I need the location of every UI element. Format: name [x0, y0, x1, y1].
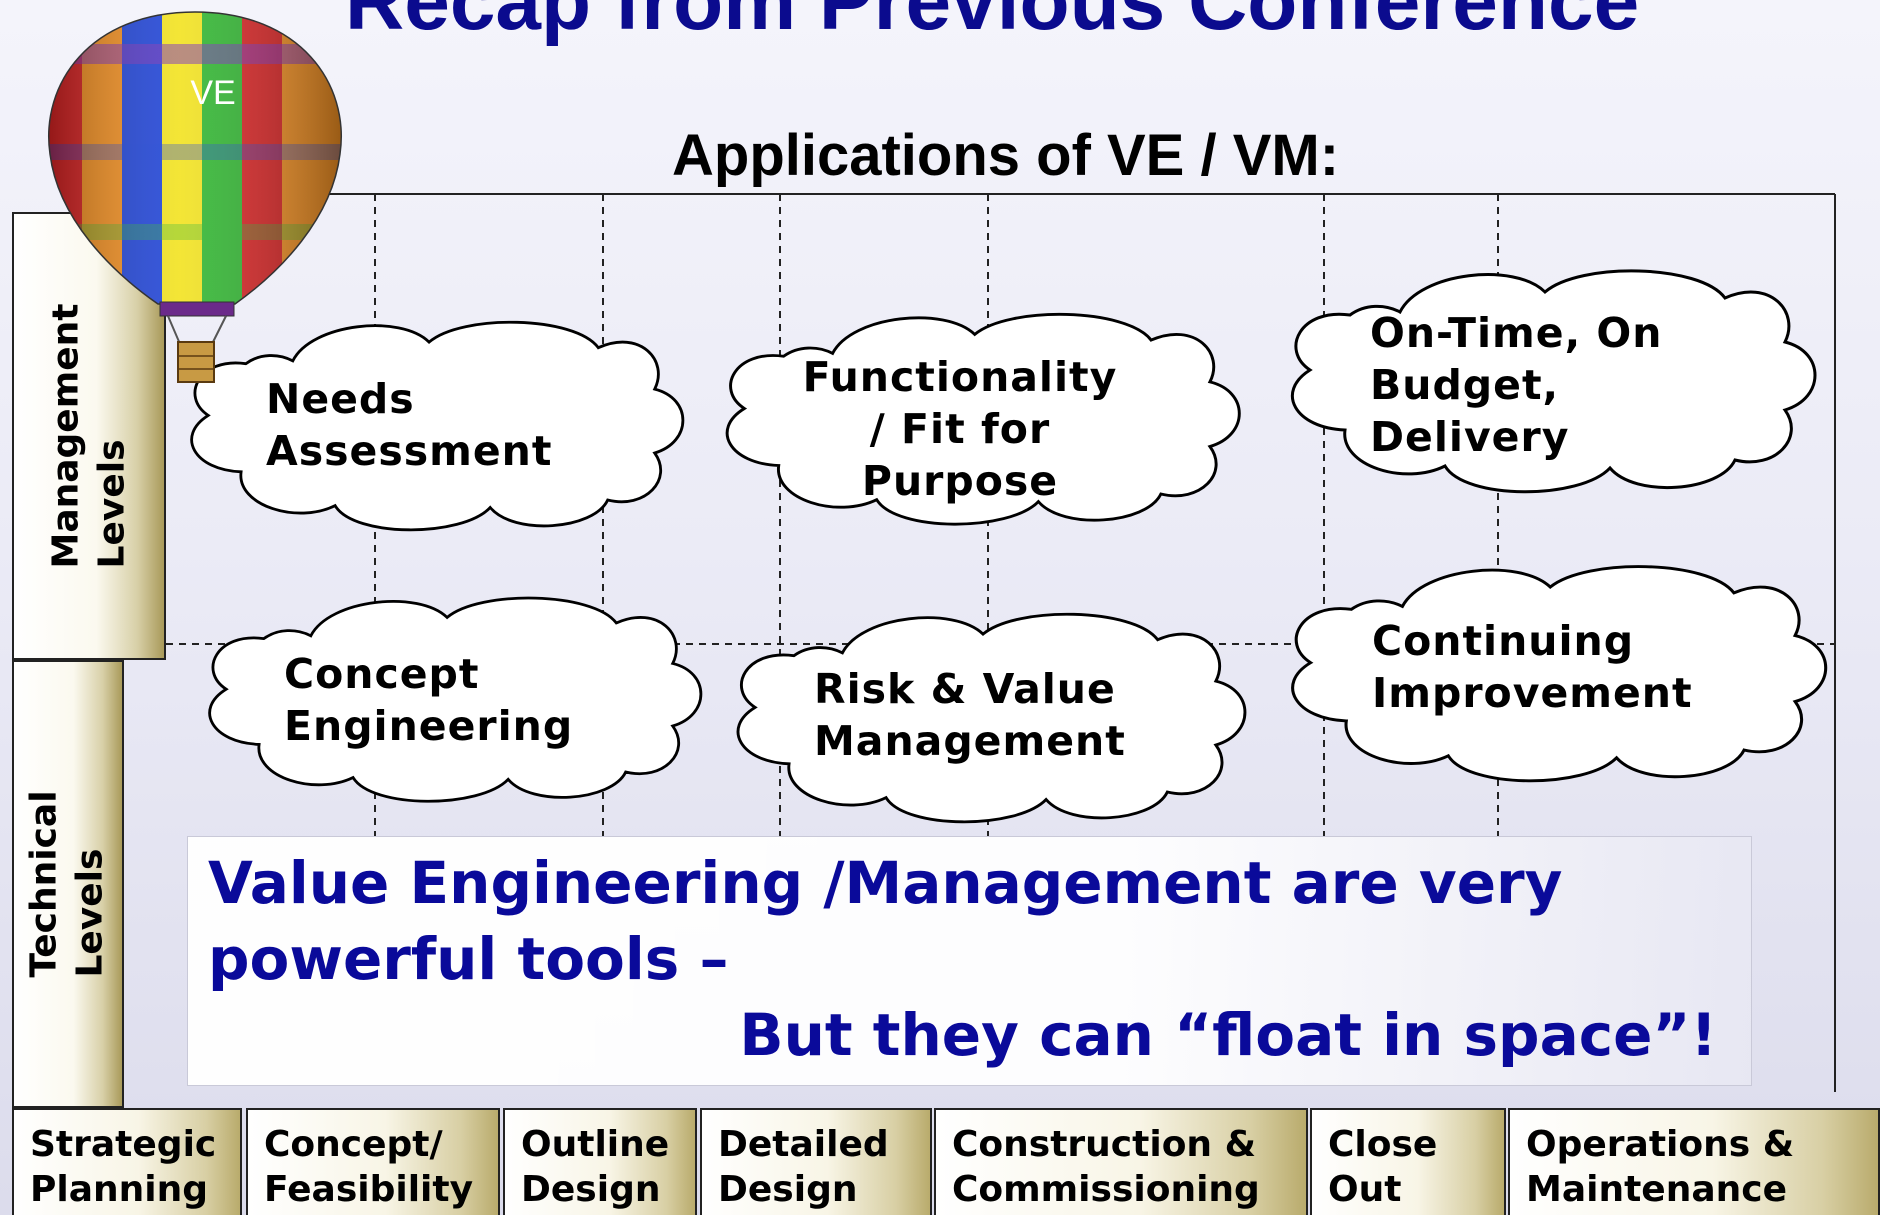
technical-levels-label: Technical Levels — [12, 660, 124, 1108]
cloud-label-needs-assessment: Needs Assessment — [266, 375, 553, 475]
cloud-label-concept-engineering: Concept Engineering — [284, 650, 574, 750]
chart-subtitle: Applications of VE / VM: — [672, 123, 1340, 188]
message-box: Value Engineering /Management are very p… — [187, 836, 1752, 1086]
phase-concept-feasibility: Concept/ Feasibility — [246, 1108, 500, 1215]
phase-strategic-planning: Strategic Planning — [12, 1108, 242, 1215]
hot-air-balloon-image: VE — [48, 11, 342, 383]
phase-outline-design: Outline Design — [503, 1108, 697, 1215]
phase-construction-commissioning: Construction & Commissioning — [934, 1108, 1308, 1215]
message-line-3: But they can “float in space”! — [739, 1001, 1717, 1069]
message-line-1: Value Engineering /Management are very — [208, 849, 1563, 917]
phase-detailed-design: Detailed Design — [700, 1108, 932, 1215]
cloud-label-on-time: On-Time, On Budget, Delivery — [1370, 309, 1663, 461]
cloud-label-functionality: Functionality / Fit for Purpose — [802, 353, 1118, 505]
slide-title: Recap from Previous Conference — [345, 0, 1640, 47]
cloud-label-continuing-improvement: Continuing Improvement — [1372, 617, 1693, 717]
balloon-label: VE — [190, 74, 235, 112]
phase-operations-maintenance: Operations & Maintenance — [1508, 1108, 1880, 1215]
phase-close-out: Close Out — [1310, 1108, 1506, 1215]
cloud-label-risk-value: Risk & Value Management — [814, 665, 1126, 765]
message-line-2: powerful tools – — [208, 925, 729, 993]
